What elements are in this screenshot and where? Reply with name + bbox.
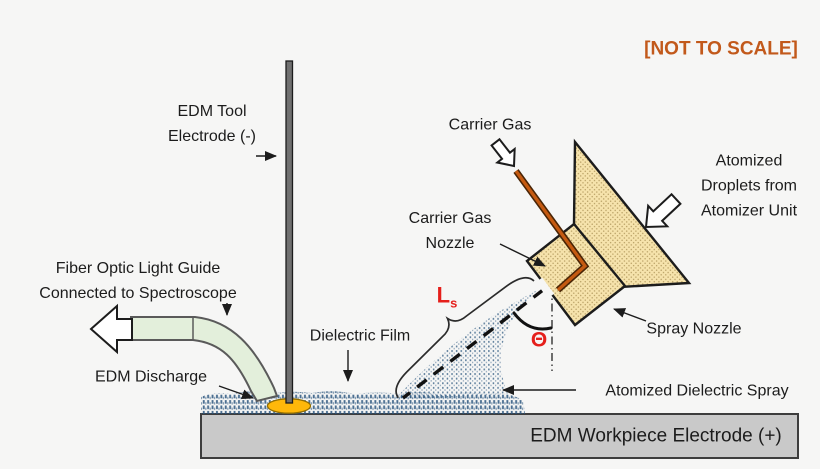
spray-length-brace — [395, 276, 535, 399]
dielectric-film-label: Dielectric Film — [309, 327, 411, 345]
to-spectroscope-arrow-icon — [89, 303, 133, 355]
tool-electrode-label-line2: Electrode (-) — [167, 128, 257, 145]
spray-angle-symbol: Θ — [530, 328, 548, 352]
spray-cone — [394, 288, 542, 400]
edm-discharge-pointer-arrow — [218, 385, 254, 400]
spray-nozzle-pointer-arrow — [613, 308, 647, 322]
carrier-gas-label: Carrier Gas — [448, 116, 532, 134]
fiber-optic-label: Fiber Optic Light Guide Connected to Spe… — [39, 256, 236, 306]
spray-angle-arc — [512, 311, 553, 331]
carrier-gas-tube-core — [514, 170, 588, 292]
spray-length-symbol: Ls — [437, 282, 458, 315]
tool-electrode-rod — [285, 60, 294, 404]
atomized-droplets-label-line1: Atomized — [715, 152, 783, 170]
carrier-gas-nozzle-label: Carrier Gas Nozzle — [409, 206, 492, 256]
carrier-gas-nozzle-pointer-arrow — [499, 243, 546, 267]
workpiece-electrode-label: EDM Workpiece Electrode (+) — [530, 425, 782, 447]
carrier-gas-flow-arrow-icon — [490, 137, 516, 168]
atomized-droplets-label-line3: Atomizer Unit — [700, 202, 798, 220]
atomized-droplets-flow-arrow-icon — [644, 192, 682, 229]
not-to-scale-note: [NOT TO SCALE] — [644, 38, 798, 60]
carrier-gas-nozzle-label-line2: Nozzle — [425, 235, 475, 252]
tool-electrode-label-line1: EDM Tool — [177, 103, 247, 120]
spray-length-symbol-subscript: s — [450, 295, 458, 311]
spray-axis-dashed-line — [401, 288, 545, 400]
atomized-droplets-label: Atomized Droplets from Atomizer Unit — [701, 149, 797, 224]
atomized-dielectric-spray-label: Atomized Dielectric Spray — [605, 382, 789, 400]
workpiece-electrode — [200, 413, 799, 459]
atomized-droplets-label-line2: Droplets from — [700, 177, 798, 195]
carrier-gas-nozzle-label-line1: Carrier Gas — [408, 210, 492, 227]
fiber-optic-light-guide — [130, 316, 279, 403]
spray-nozzle-label: Spray Nozzle — [646, 320, 742, 338]
spray-length-symbol-main: L — [436, 282, 451, 308]
fiber-optic-label-line1: Fiber Optic Light Guide — [55, 260, 221, 277]
fiber-optic-label-line2: Connected to Spectroscope — [39, 285, 237, 302]
tool-electrode-label: EDM Tool Electrode (-) — [168, 99, 256, 149]
edm-discharge-label: EDM Discharge — [94, 368, 208, 386]
nozzle-exit-opening — [535, 277, 555, 299]
